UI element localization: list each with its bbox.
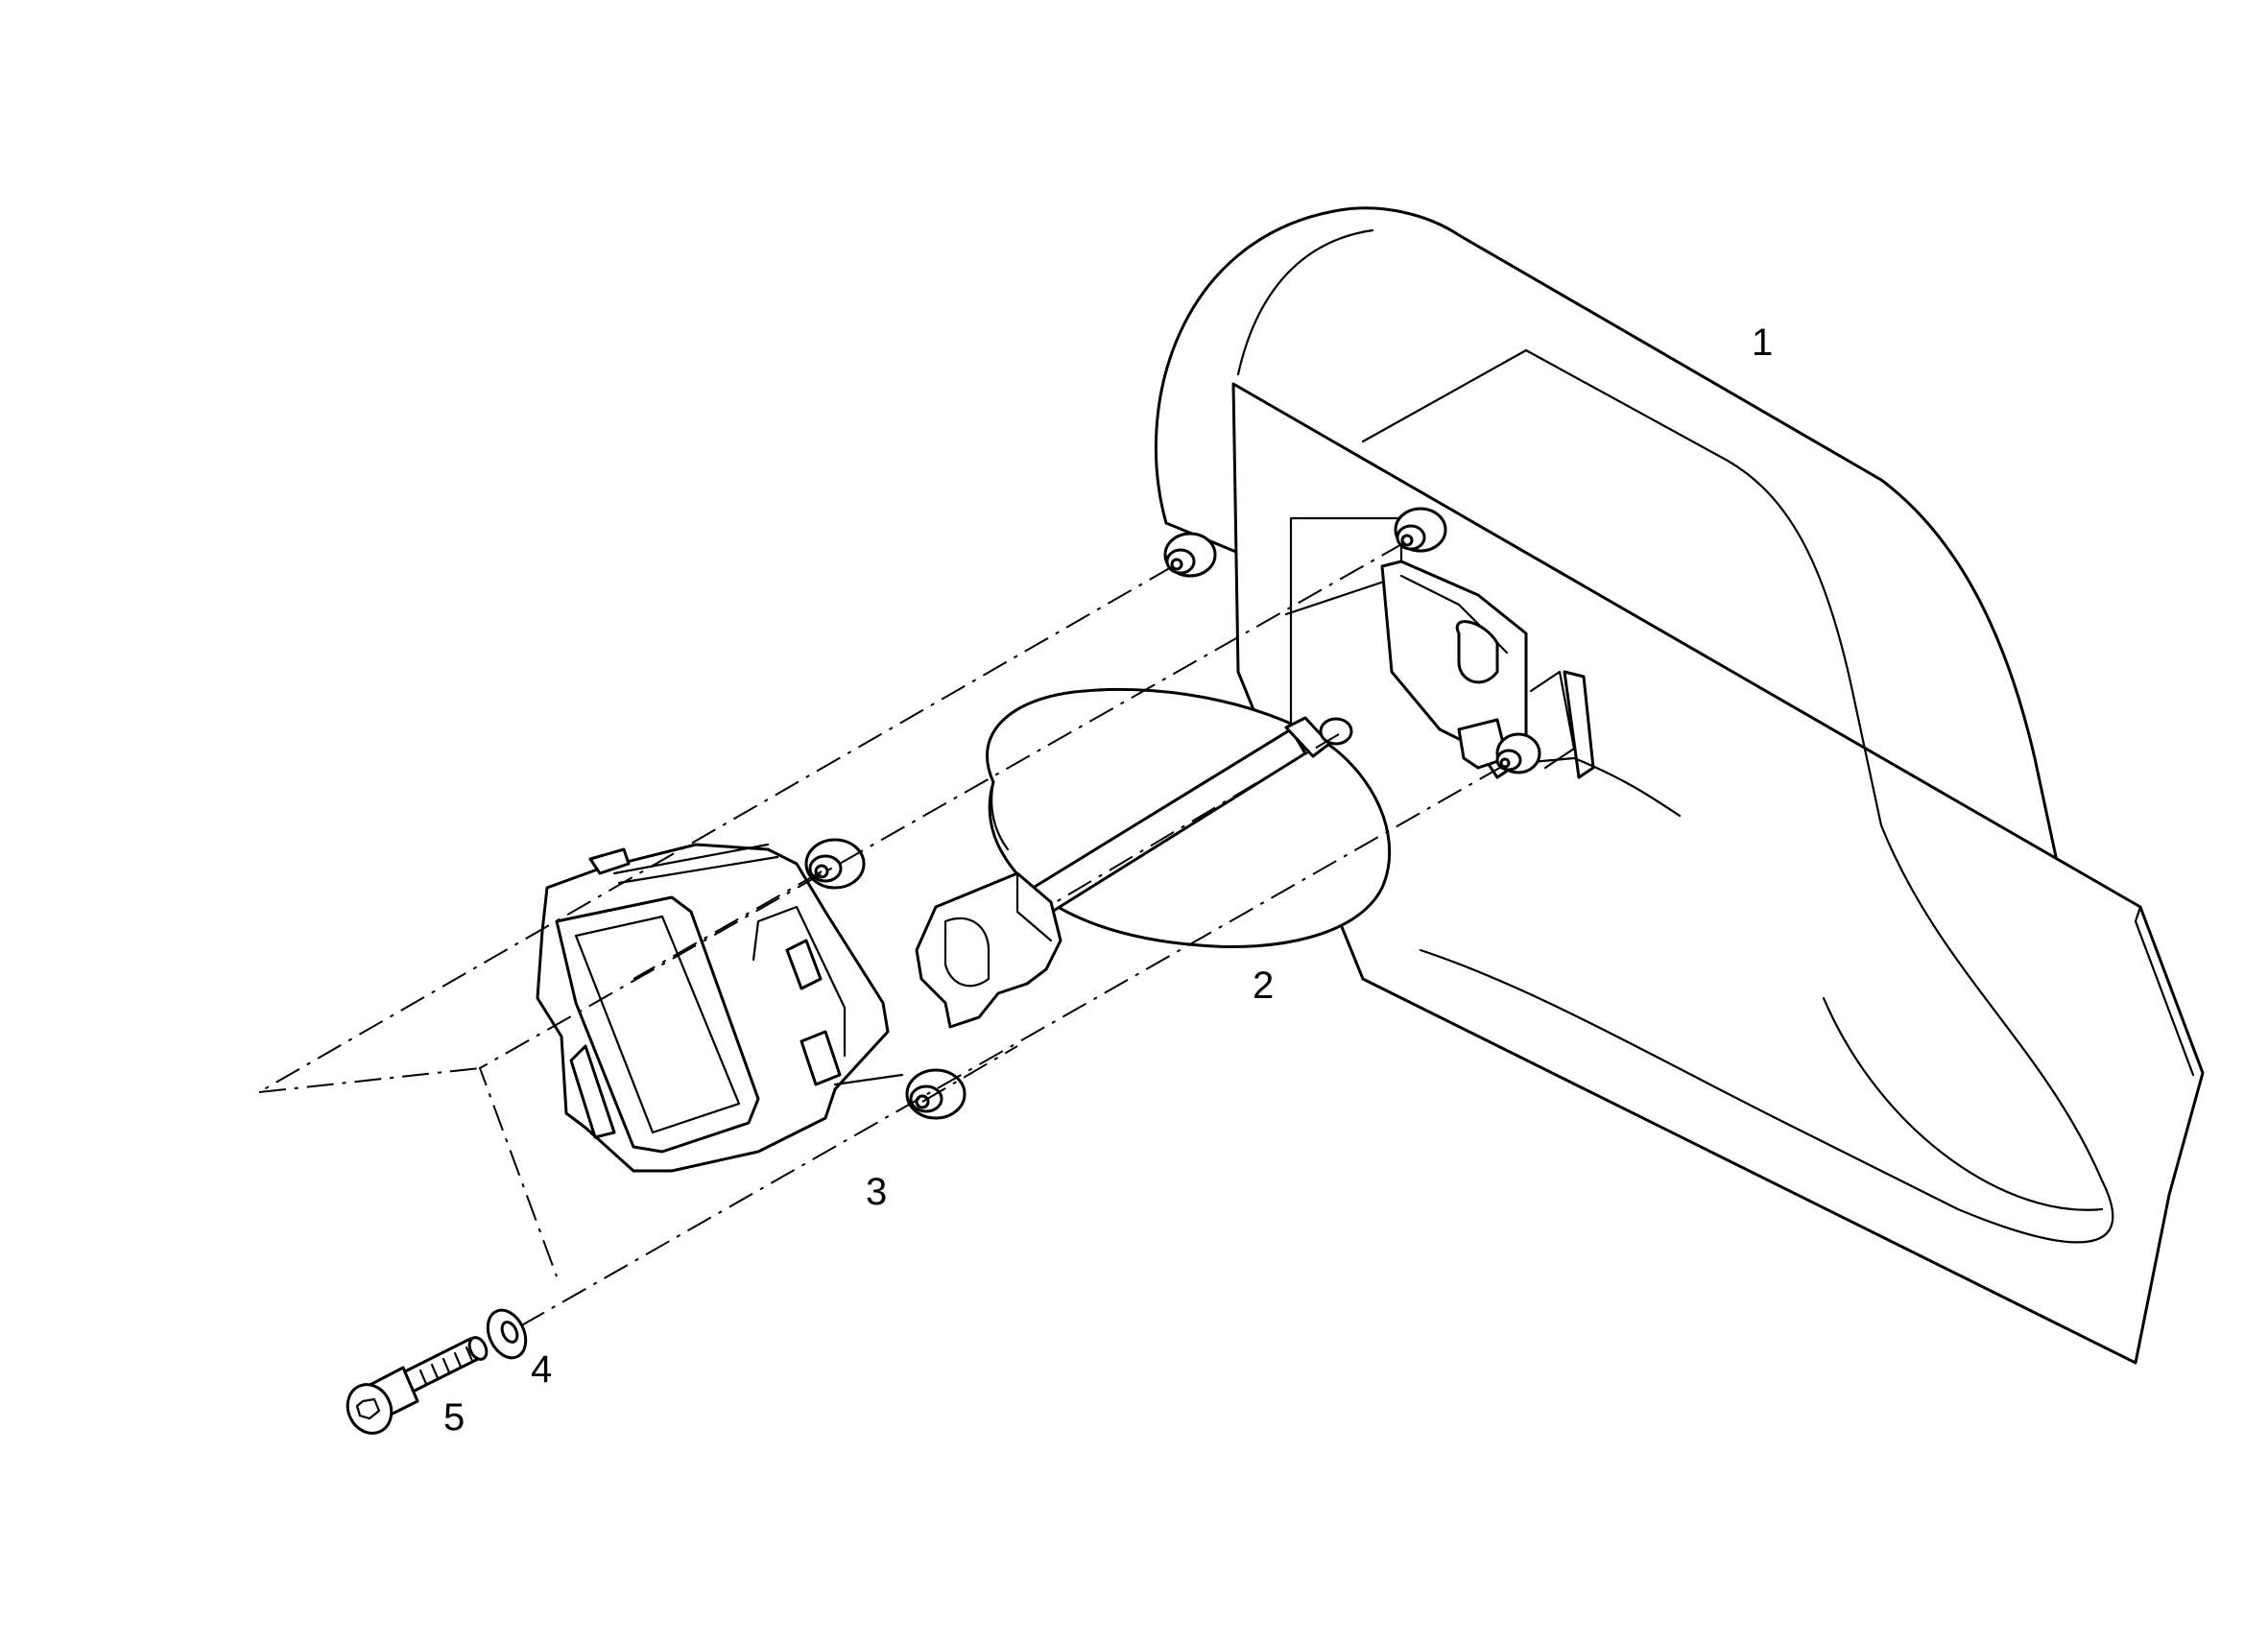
callout-3: 3 — [866, 1171, 887, 1213]
actuator — [536, 838, 967, 1173]
callout-2: 2 — [1253, 965, 1274, 1007]
washer — [486, 1308, 528, 1360]
socket-head-screw — [346, 1336, 489, 1435]
callout-labels: 1 2 3 4 5 — [443, 322, 1773, 1439]
flap-with-shaft — [915, 687, 1392, 1029]
assembly-lines — [258, 541, 1504, 1328]
callout-5: 5 — [443, 1396, 465, 1439]
callout-4: 4 — [531, 1348, 552, 1391]
housing — [1154, 206, 2205, 1365]
callout-1: 1 — [1752, 322, 1773, 364]
